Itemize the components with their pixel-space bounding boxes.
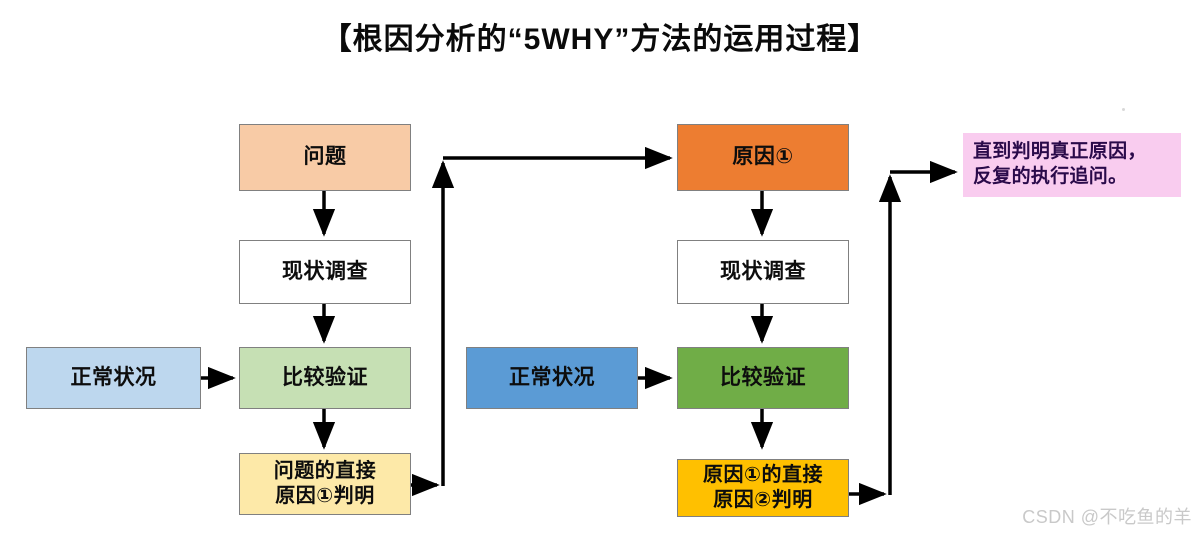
decorative-dot [1122,108,1125,111]
node-survey-left[interactable]: 现状调查 [239,240,411,304]
node-cause1-label: 原因① [732,145,794,169]
note-line1: 直到判明真正原因， [973,141,1147,163]
node-normal-left[interactable]: 正常状况 [26,347,201,409]
node-compare-right-label: 比较验证 [720,365,806,389]
node-result-left-line1: 问题的直接 [273,460,377,482]
note-line2: 反复的执行追问。 [973,166,1128,187]
node-survey-left-label: 现状调查 [282,259,368,283]
node-result-left[interactable]: 问题的直接 原因①判明 [239,453,411,515]
node-result-left-line2: 原因①判明 [275,485,375,507]
page-title: 【根因分析的“5WHY”方法的运用过程】 [321,23,879,56]
node-result-right[interactable]: 原因①的直接 原因②判明 [677,459,849,517]
node-compare-right[interactable]: 比较验证 [677,347,849,409]
node-normal-right-label: 正常状况 [509,365,595,389]
node-result-right-line2: 原因②判明 [713,489,813,511]
node-compare-left-label: 比较验证 [282,365,368,389]
node-problem-label: 问题 [303,145,347,169]
watermark: CSDN @不吃鱼的羊 [1022,507,1192,527]
node-compare-left[interactable]: 比较验证 [239,347,411,409]
node-survey-right[interactable]: 现状调查 [677,240,849,304]
note-repeat-until-root-cause[interactable]: 直到判明真正原因， 反复的执行追问。 [963,133,1181,197]
node-problem[interactable]: 问题 [239,124,411,191]
node-survey-right-label: 现状调查 [720,259,806,283]
node-cause1[interactable]: 原因① [677,124,849,191]
node-normal-left-label: 正常状况 [70,365,157,389]
node-result-right-line1: 原因①的直接 [703,464,823,486]
node-normal-right[interactable]: 正常状况 [466,347,638,409]
